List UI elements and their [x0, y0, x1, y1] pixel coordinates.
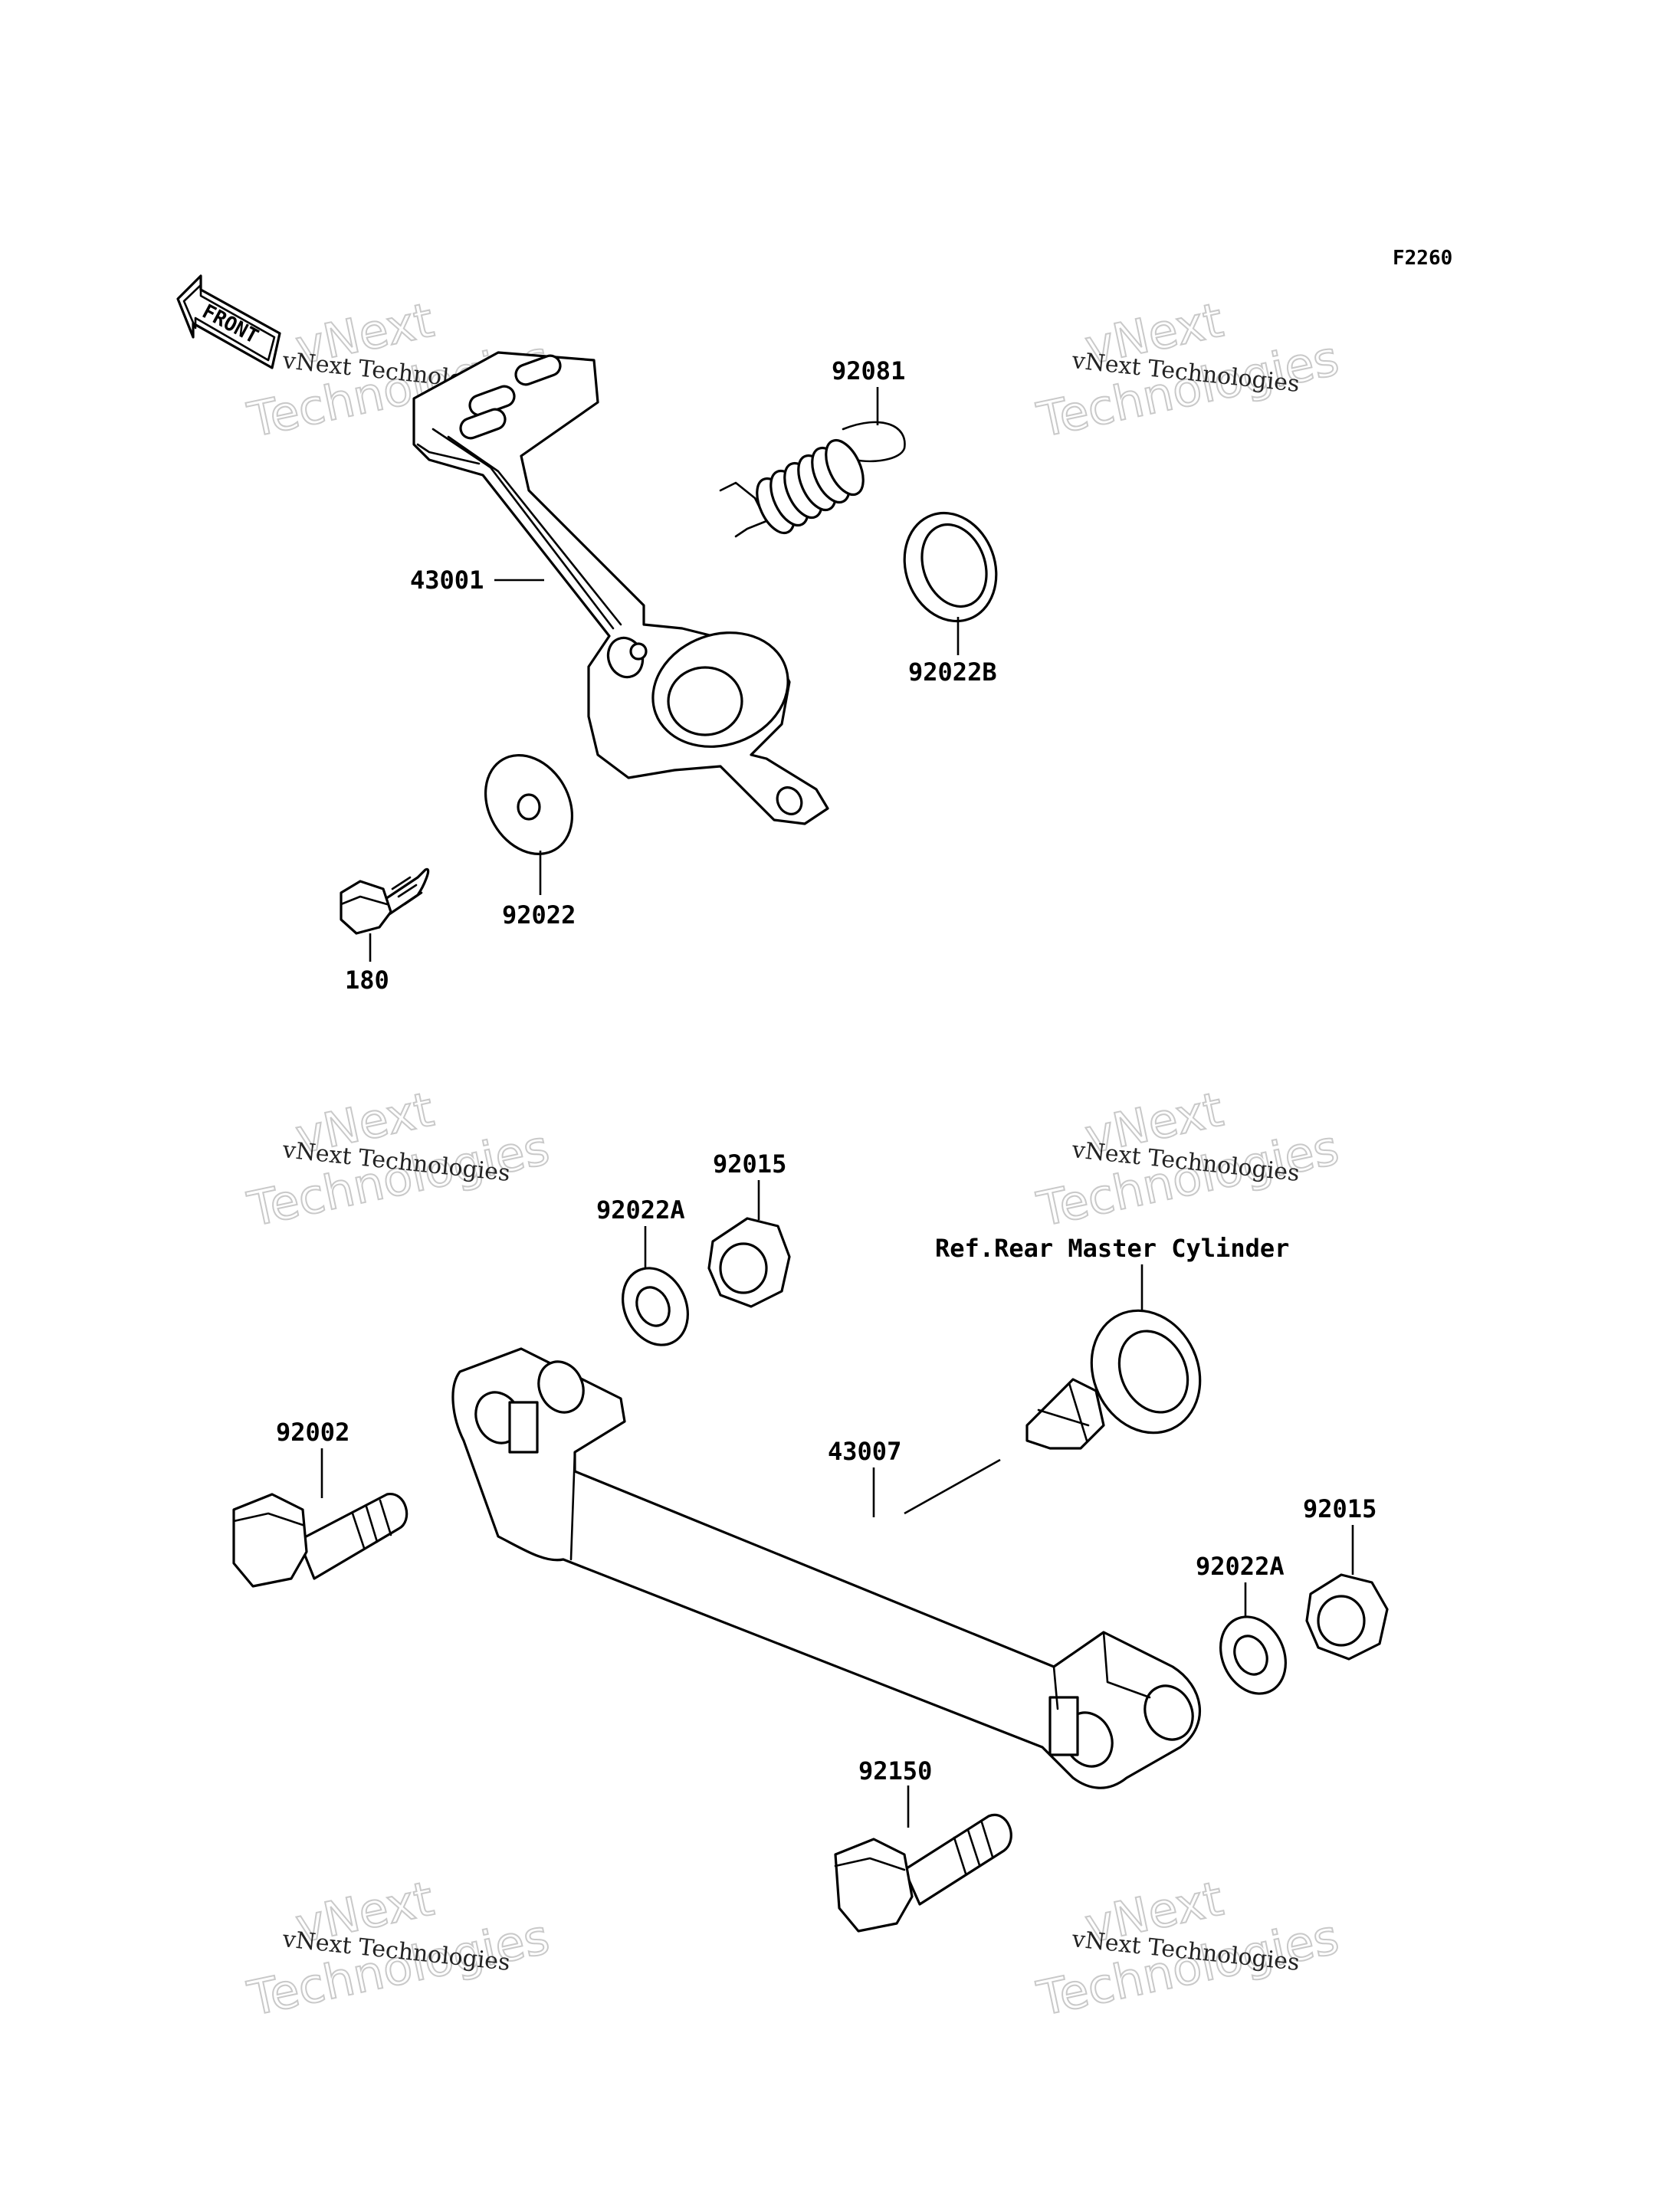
rear-master-cylinder-ref	[1025, 1309, 1202, 1450]
return-spring-92081	[719, 421, 906, 538]
bolt-92150	[834, 1813, 1012, 1933]
part-label-92022A-upper: 92022A	[596, 1195, 685, 1225]
part-label-92022B: 92022B	[908, 657, 997, 687]
part-label-43001: 43001	[410, 566, 484, 595]
part-label-92015-lower: 92015	[1303, 1494, 1376, 1523]
nut-92015-lower	[1305, 1573, 1389, 1661]
nut-92015-upper	[707, 1217, 791, 1308]
brake-pedal-43001	[412, 351, 829, 825]
reference-note: Ref.Rear Master Cylinder	[935, 1234, 1289, 1263]
part-label-92015-upper: 92015	[713, 1149, 786, 1179]
bolt-92002	[232, 1493, 409, 1588]
washer-92022B	[903, 511, 998, 623]
part-label-92022: 92022	[502, 900, 576, 930]
front-arrow-icon: FRONT	[176, 274, 281, 369]
part-label-43007: 43007	[828, 1437, 901, 1466]
brake-rod-43007	[451, 1347, 1201, 1789]
diagram-code: F2260	[1393, 247, 1452, 270]
bolt-180	[340, 867, 430, 935]
part-label-180: 180	[345, 966, 389, 995]
part-label-92002: 92002	[276, 1418, 349, 1447]
part-label-92081: 92081	[832, 356, 905, 385]
washer-92022A-upper	[622, 1267, 689, 1346]
washer-92022	[484, 754, 574, 855]
part-label-92022A-lower: 92022A	[1196, 1552, 1285, 1581]
part-label-92150: 92150	[858, 1756, 932, 1785]
washer-92022A-lower	[1219, 1615, 1287, 1695]
